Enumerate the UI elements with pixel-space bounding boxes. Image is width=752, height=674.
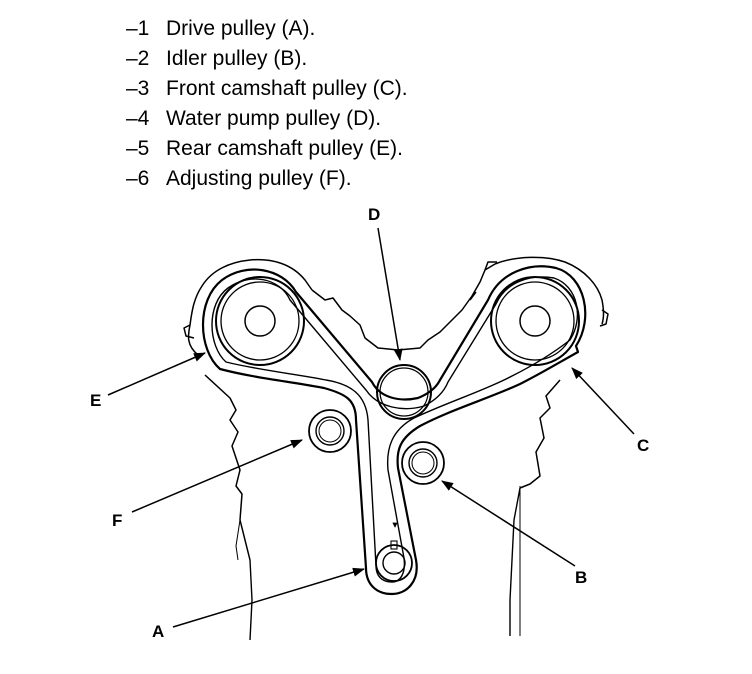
leader-arrows — [107, 227, 635, 628]
rear-camshaft-pulley — [215, 276, 305, 366]
arrow-d — [377, 227, 403, 361]
step-item: –1 Drive pulley (A). — [126, 14, 408, 44]
step-text: Idler pulley (B). — [166, 47, 308, 70]
callout-c: C — [637, 436, 649, 455]
water-pump-pulley — [376, 364, 432, 420]
step-number: –5 — [126, 137, 150, 160]
step-text: Adjusting pulley (F). — [166, 167, 352, 190]
step-item: –3 Front camshaft pulley (C). — [126, 74, 408, 104]
arrow-b — [441, 480, 576, 567]
step-item: –6 Adjusting pulley (F). — [126, 164, 408, 194]
callout-b: B — [575, 568, 587, 587]
front-camshaft-pulley — [490, 276, 580, 366]
timing-mark-icon — [392, 522, 398, 528]
step-text: Water pump pulley (D). — [166, 107, 382, 130]
callout-f: F — [112, 511, 122, 530]
step-number: –3 — [126, 77, 150, 100]
step-text: Rear camshaft pulley (E). — [166, 137, 403, 160]
arrow-e — [107, 352, 206, 396]
arrow-c — [571, 367, 635, 435]
step-text: Drive pulley (A). — [166, 17, 316, 40]
callout-e: E — [90, 391, 101, 410]
arrow-a — [172, 567, 365, 628]
step-text: Front camshaft pulley (C). — [166, 77, 408, 100]
step-number: –4 — [126, 107, 150, 130]
callout-d: D — [368, 205, 380, 224]
idler-pulley — [401, 441, 445, 485]
adjusting-pulley — [308, 409, 352, 453]
step-item: –5 Rear camshaft pulley (E). — [126, 134, 408, 164]
arrow-f — [131, 439, 303, 513]
engine-block-outline — [183, 256, 609, 641]
step-item: –2 Idler pulley (B). — [126, 44, 408, 74]
step-item: –4 Water pump pulley (D). — [126, 104, 408, 134]
step-number: –6 — [126, 167, 150, 190]
step-number: –2 — [126, 47, 150, 70]
callout-a: A — [152, 622, 164, 641]
step-number: –1 — [126, 17, 150, 40]
drive-pulley — [375, 522, 413, 582]
